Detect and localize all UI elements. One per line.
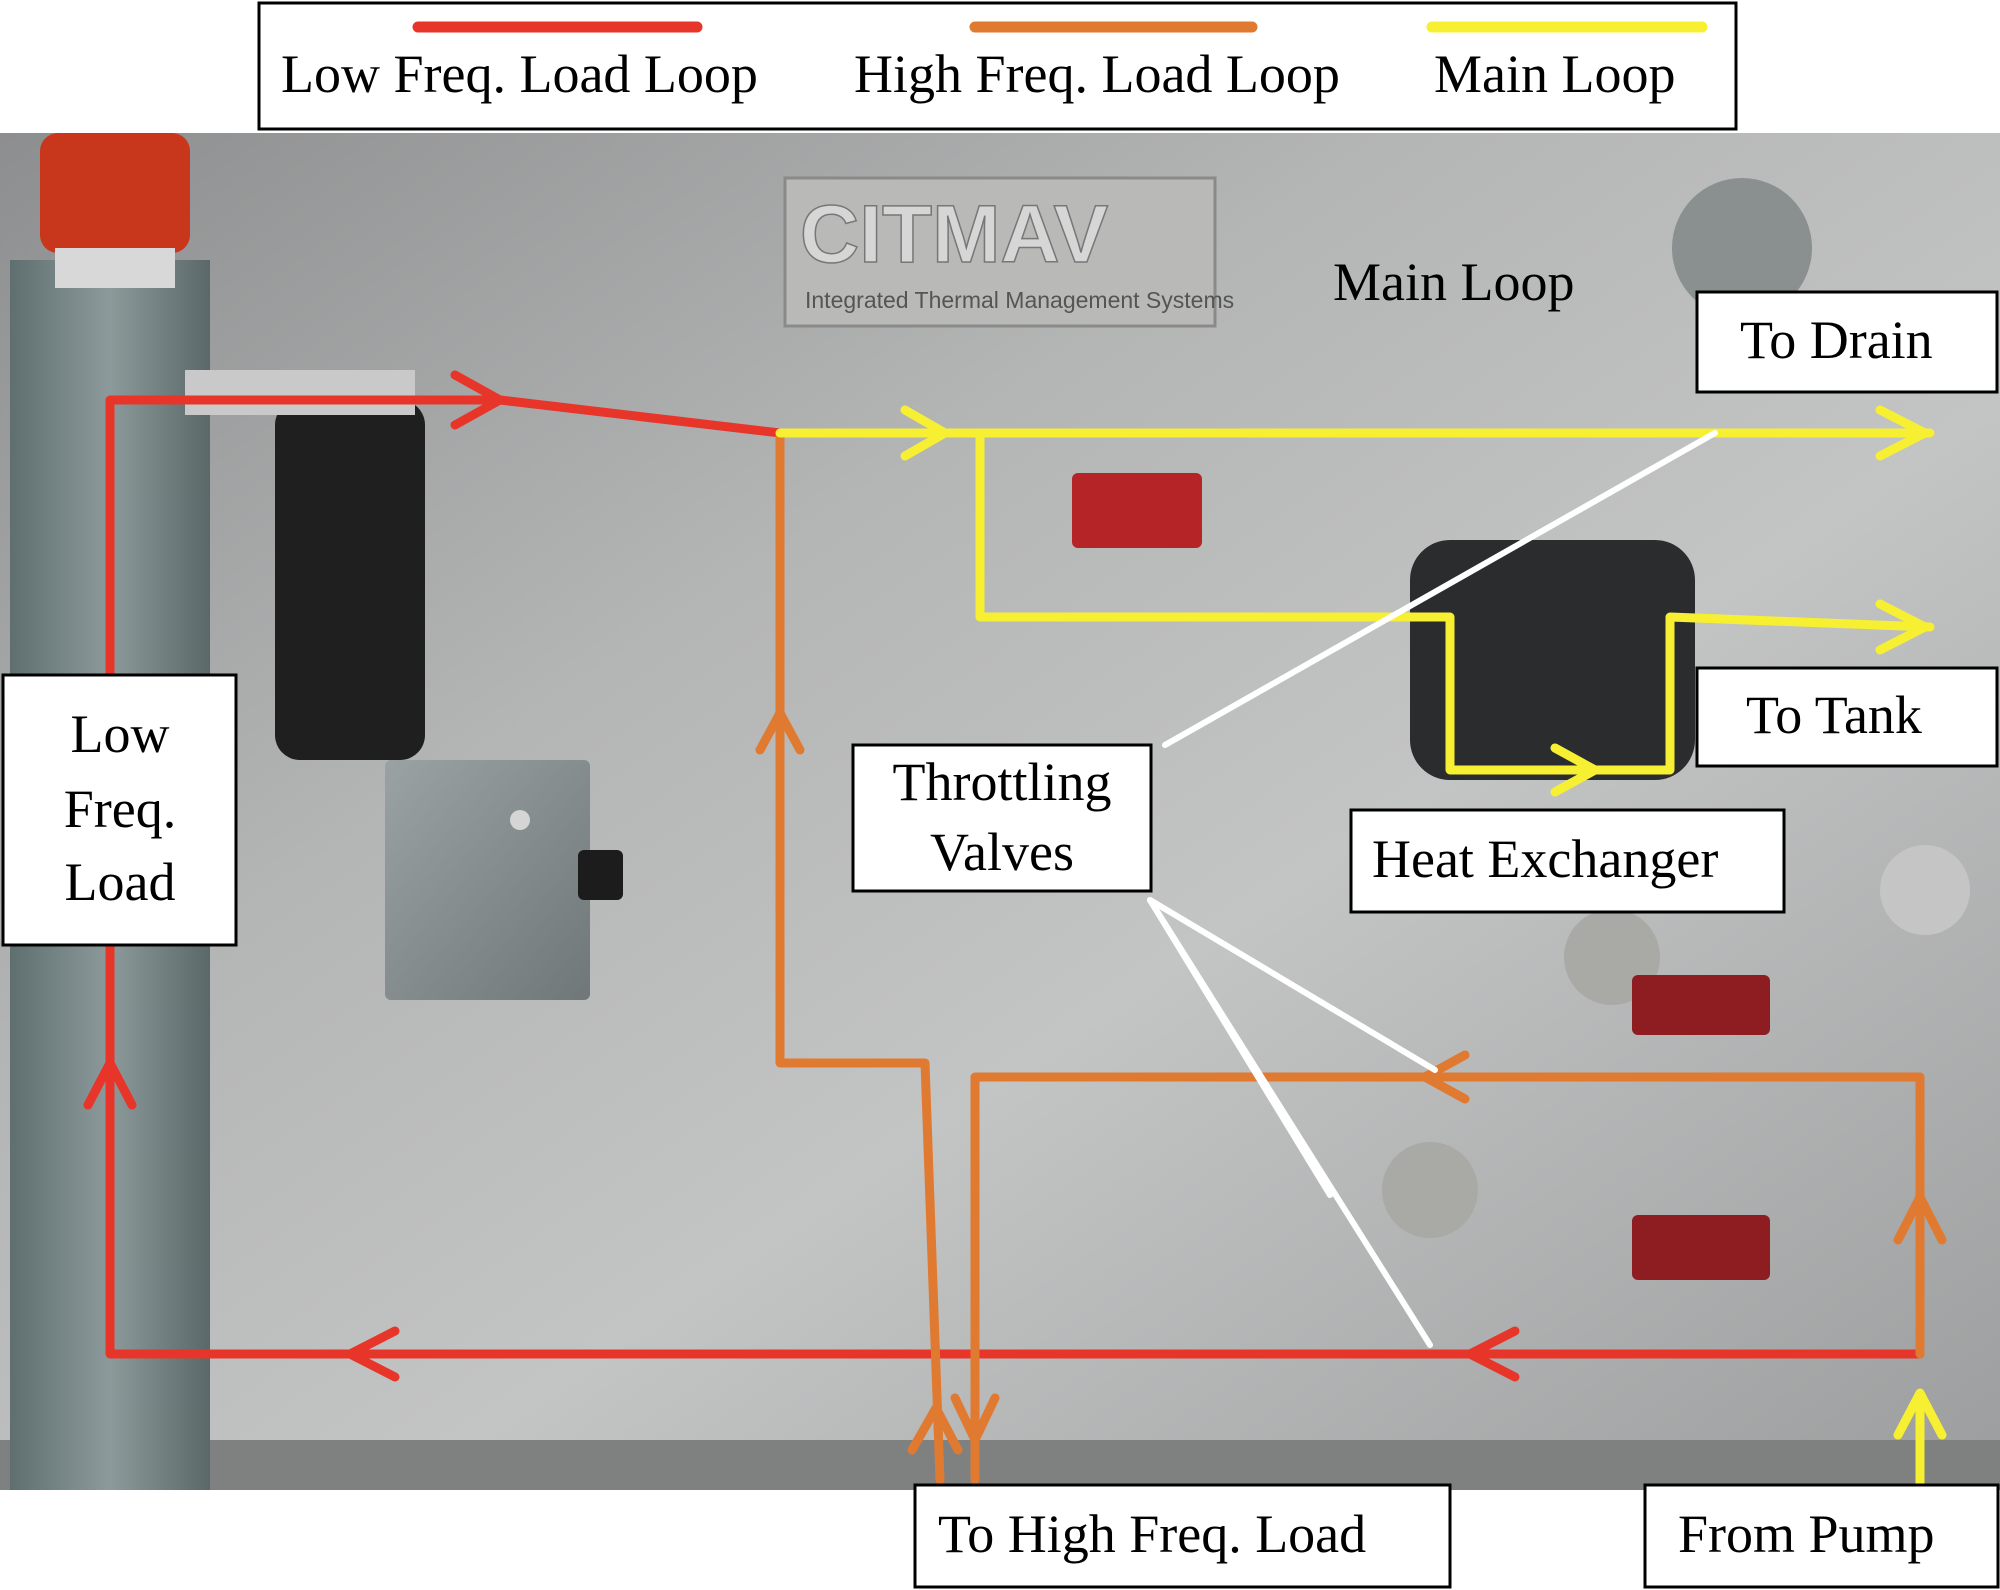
heat-exchanger-body [1410, 540, 1695, 780]
high-freq-arrow-up-right [1893, 1192, 1947, 1245]
red-actuator-3 [1632, 1215, 1770, 1280]
box-lock-icon [510, 810, 530, 830]
low-freq-load-label-line3: Load [65, 852, 176, 912]
legend-label-high-freq: High Freq. Load Loop [854, 44, 1340, 104]
low-freq-load-label-line1: Low [71, 704, 170, 764]
to-drain-box [1695, 290, 1999, 394]
low-freq-arrow-right [450, 370, 505, 430]
high-freq-arrow-up-bottom [907, 1403, 963, 1455]
gauge-top-right-icon [1672, 178, 1812, 318]
high-freq-arrow-left [1420, 1050, 1470, 1104]
to-tank-callout: To Tank [1695, 666, 1999, 768]
red-actuator-2 [1632, 975, 1770, 1035]
red-actuator-1 [1072, 473, 1202, 548]
pointer-mid [1147, 897, 1438, 1073]
legend-label-low-freq: Low Freq. Load Loop [281, 44, 758, 104]
pointer-top [1162, 430, 1718, 748]
throttling-valves-box [851, 743, 1153, 893]
red-cap-icon [40, 133, 190, 253]
to-high-freq-load-box [913, 1483, 1452, 1589]
main-loop-hx-path [975, 428, 1935, 775]
logo-text: CITMAV [800, 189, 1109, 280]
filter-cylinder [275, 400, 425, 760]
to-high-freq-load-callout: To High Freq. Load [913, 1483, 1452, 1589]
main-loop-label: Main Loop [1333, 252, 1574, 312]
main-arrow-tank [1875, 599, 1930, 655]
gauge-lower-icon [1382, 1142, 1478, 1238]
to-high-freq-load-label: To High Freq. Load [938, 1504, 1366, 1564]
from-pump-label: From Pump [1678, 1504, 1935, 1564]
high-freq-return-path [775, 431, 945, 1485]
to-drain-label: To Drain [1740, 310, 1933, 370]
to-tank-box [1695, 666, 1999, 768]
throttling-valves-label-line1: Throttling [893, 752, 1112, 812]
main-arrow-pump [1893, 1388, 1947, 1440]
to-tank-label: To Tank [1746, 685, 1922, 745]
filter-top-fitting [185, 370, 415, 415]
logo-plate [783, 176, 1217, 328]
throttling-pointers [1147, 430, 1718, 1348]
heat-exchanger-callout: Heat Exchanger [1349, 808, 1786, 914]
high-freq-loop [755, 431, 1947, 1485]
heat-exchanger-box [1349, 808, 1786, 914]
main-loop [775, 405, 1947, 1490]
low-freq-load-callout: Low Freq. Load [1, 673, 238, 947]
legend: Low Freq. Load Loop High Freq. Load Loop… [257, 1, 1738, 131]
gauge-right-icon [1880, 845, 1970, 935]
legend-label-main: Main Loop [1434, 44, 1675, 104]
main-arrow-hx [1550, 743, 1600, 797]
low-freq-arrow-left-1 [345, 1326, 400, 1382]
main-arrow-drain [1875, 405, 1930, 461]
heat-exchanger-label: Heat Exchanger [1372, 829, 1718, 889]
high-freq-supply-path [970, 1072, 1925, 1485]
electrical-box [385, 760, 590, 1000]
pipe-fitting [55, 248, 175, 288]
high-freq-arrow-up-left [755, 708, 805, 755]
to-drain-callout: To Drain [1695, 290, 1999, 394]
panel-dark-bottom [0, 1440, 2000, 1490]
low-freq-arrow-up [83, 1058, 137, 1110]
low-freq-load-box [1, 673, 238, 947]
from-pump-box [1643, 1483, 2000, 1589]
low-freq-loop [83, 370, 1925, 1382]
main-arrow-right-1 [900, 405, 950, 461]
throttling-valves-callout: Throttling Valves [851, 743, 1153, 893]
logo-subtitle: Integrated Thermal Management Systems [805, 287, 1234, 313]
low-freq-load-label-line2: Freq. [64, 779, 176, 839]
throttling-valves-label-line2: Valves [930, 822, 1074, 882]
high-freq-arrow-down-bottom [950, 1393, 1000, 1445]
low-freq-arrow-left-2 [1465, 1326, 1520, 1382]
from-pump-callout: From Pump [1643, 1483, 2000, 1589]
low-freq-loop-path [105, 395, 1925, 1359]
cable-gland [578, 850, 623, 900]
pointer-low-2 [1147, 897, 1333, 1198]
